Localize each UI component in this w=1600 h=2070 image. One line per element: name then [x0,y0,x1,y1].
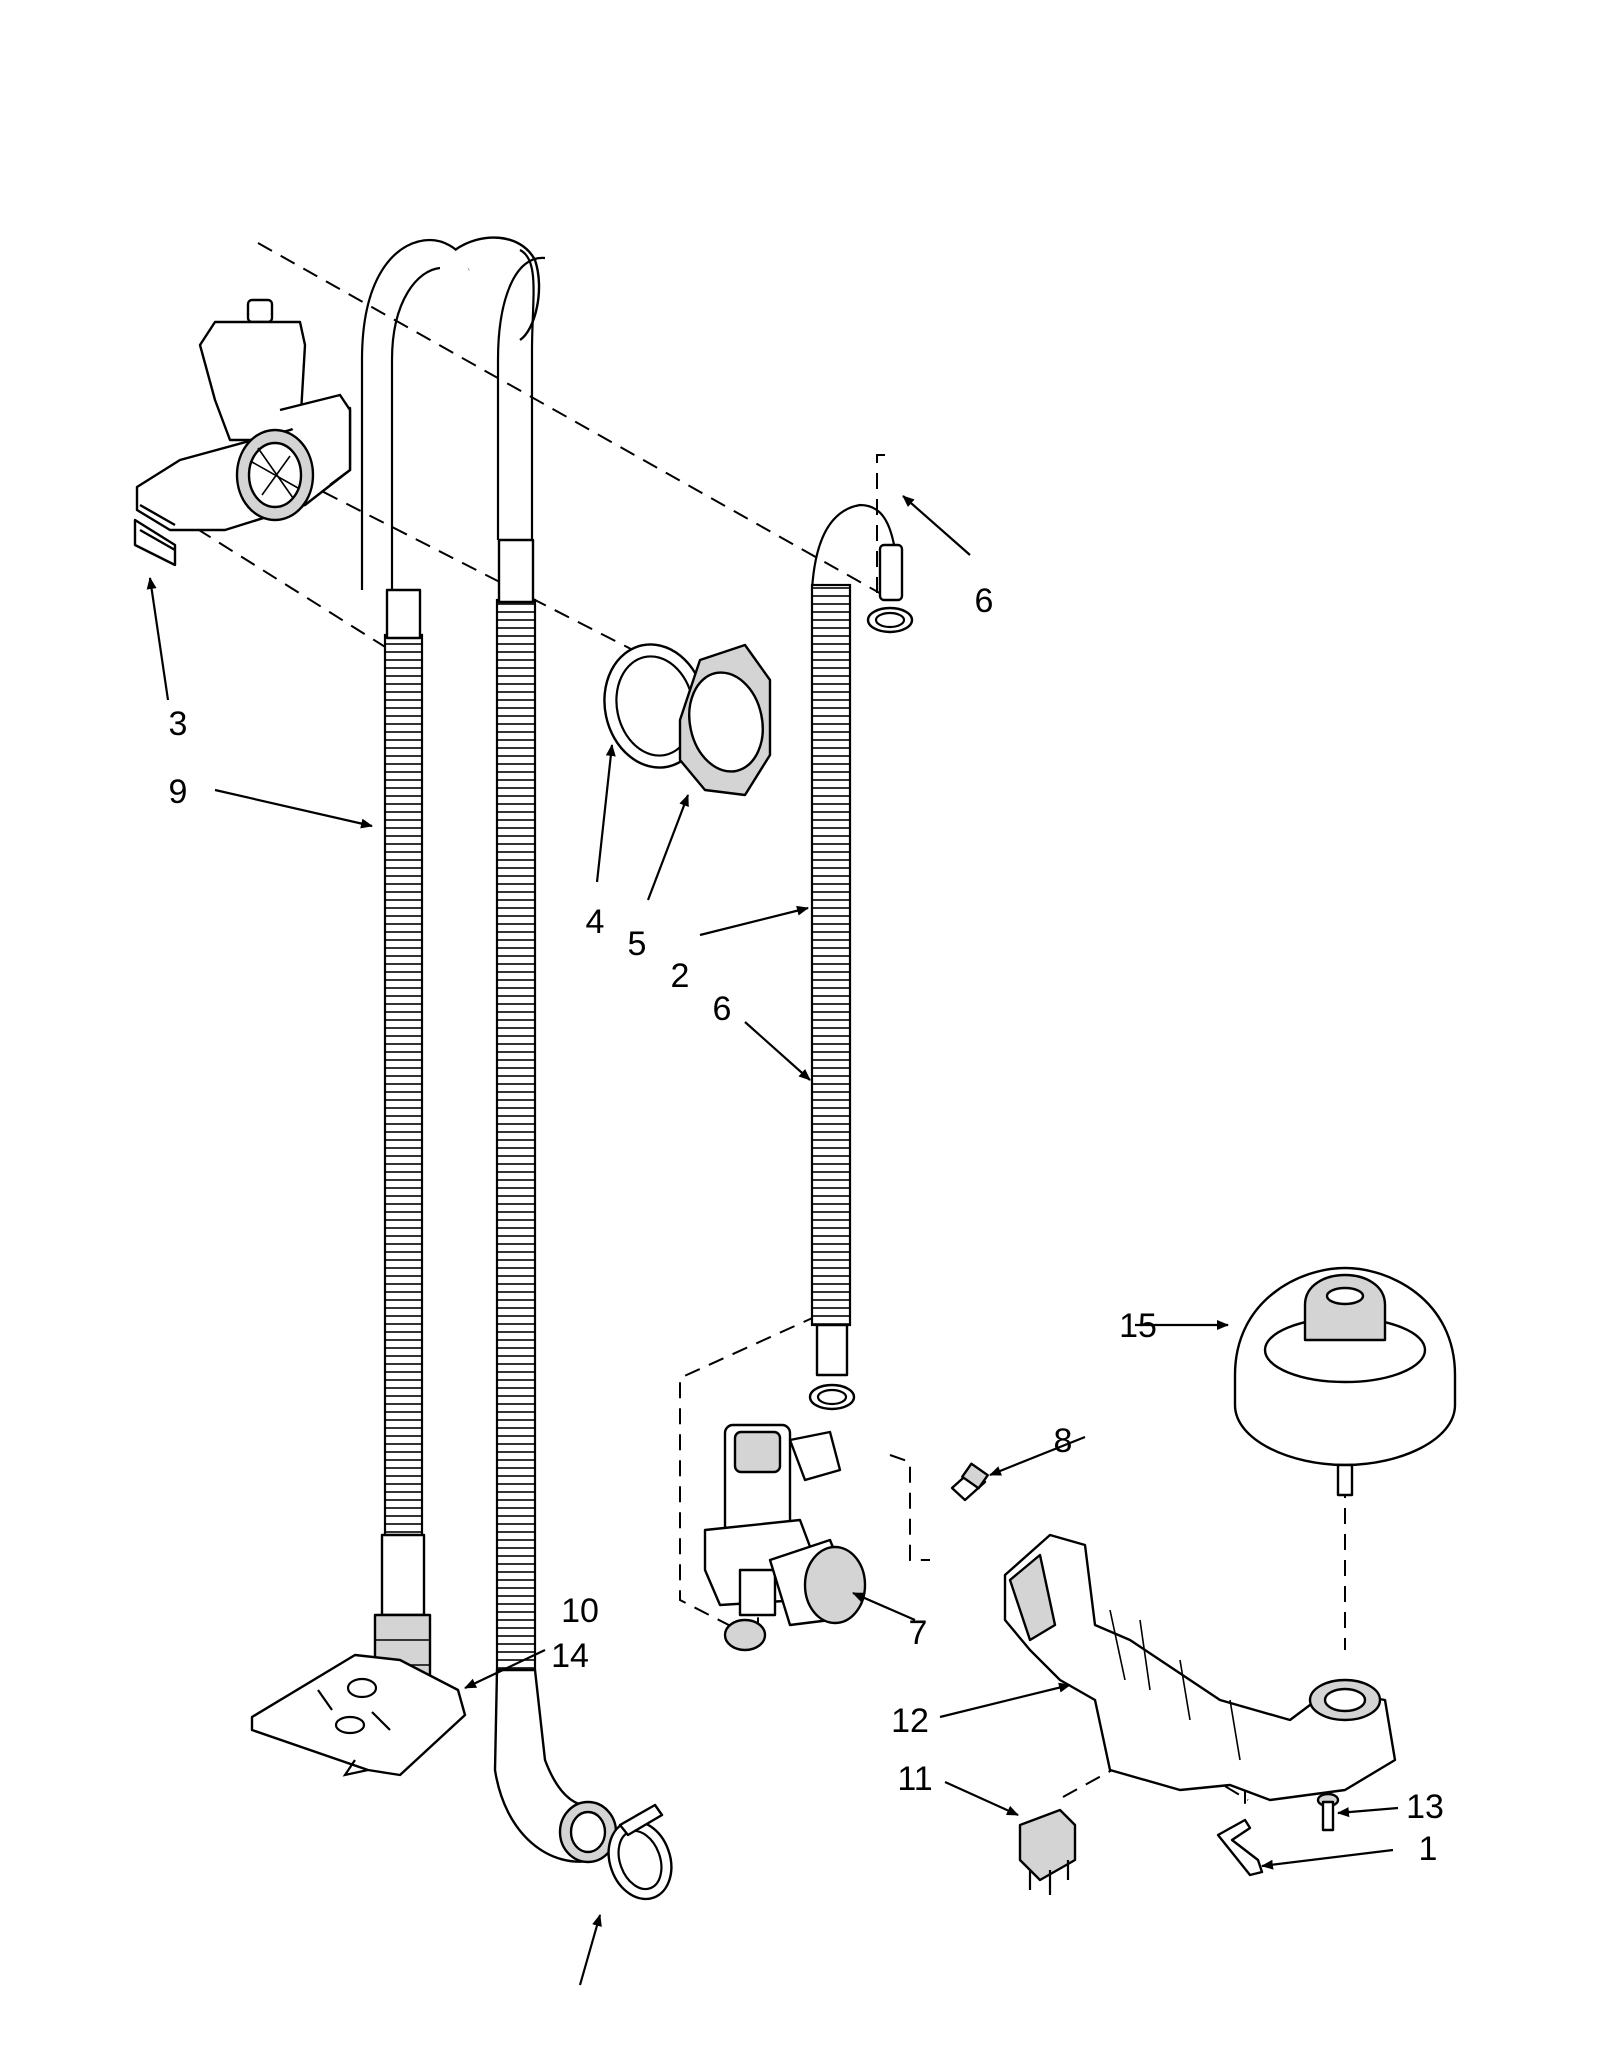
leader-2 [699,905,809,937]
leader-4 [595,744,616,883]
part-13-screw [1316,1792,1340,1832]
part-8-screw [950,1462,989,1502]
callout-13: 13 [1406,1788,1444,1826]
callout-10: 10 [561,1592,599,1630]
leader-lines [146,495,1399,1986]
part-10-hose-clamp [607,1803,673,1901]
part-5-nut [678,643,772,797]
part-2-fill-hose [810,503,904,1377]
callout-9: 9 [169,773,188,811]
callout-8: 8 [1054,1422,1073,1460]
leader-11 [944,1780,1019,1817]
leader-9 [214,788,373,829]
part-9-drain-hose [360,236,541,1712]
leader-13 [1337,1806,1399,1818]
callout-14: 14 [551,1637,589,1675]
callout-6-lower: 6 [713,990,732,1028]
leader-3 [146,577,170,701]
callout-11: 11 [897,1760,932,1798]
drain-hose-right [493,249,618,1864]
part-3-fill-funnel [133,298,352,567]
callout-5: 5 [628,925,647,963]
part-12-float-bracket [1003,1533,1397,1802]
callout-2: 2 [671,957,690,995]
leader-5 [646,794,690,901]
part-1-lever [1216,1818,1264,1877]
callout-6-upper: 6 [975,582,994,620]
leader-8 [989,1435,1086,1477]
part-11-switch [1018,1808,1077,1895]
callout-1: 1 [1419,1830,1438,1868]
leader-1 [1261,1848,1394,1870]
leader-14 [464,1649,546,1689]
callout-12: 12 [891,1702,929,1740]
callout-labels: 3 9 4 5 2 6 6 8 15 7 10 14 12 11 13 1 [169,582,1444,1868]
part-7-water-valve [703,1423,867,1652]
callout-4: 4 [586,903,605,941]
part-14-hardware-bag [250,1653,467,1777]
leader-7 [852,1591,916,1622]
leader-12 [939,1682,1071,1719]
part-15-float [1233,1266,1457,1497]
callout-15: 15 [1119,1307,1157,1345]
leader-6-lower [744,1021,811,1081]
part-6-clamp-upper [866,606,914,634]
callout-3: 3 [169,705,188,743]
leader-6-upper [902,495,971,556]
leader-10 [578,1914,602,1986]
callout-7: 7 [909,1614,928,1652]
part-6-clamp-lower [808,1383,856,1411]
